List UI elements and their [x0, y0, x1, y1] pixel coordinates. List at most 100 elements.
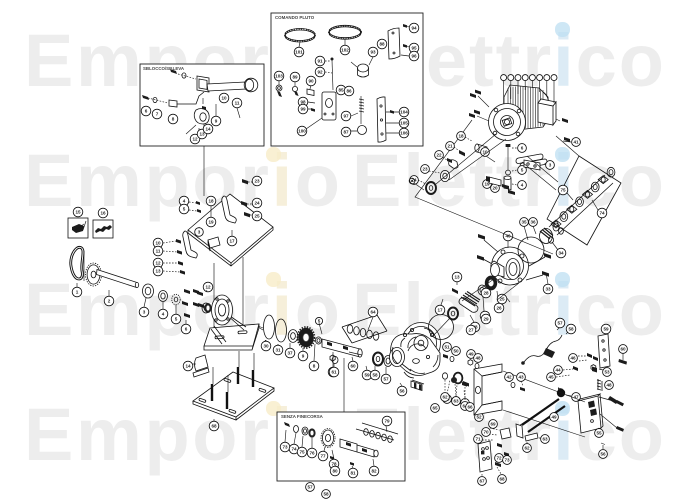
svg-text:77: 77	[320, 454, 326, 459]
svg-text:6: 6	[185, 327, 188, 332]
svg-text:44: 44	[555, 368, 561, 373]
svg-text:13: 13	[155, 269, 161, 274]
svg-text:Emporio: Emporio	[24, 268, 340, 351]
svg-text:12: 12	[205, 285, 211, 290]
svg-text:46: 46	[570, 356, 576, 361]
svg-text:24: 24	[254, 201, 260, 206]
svg-text:8: 8	[172, 117, 175, 122]
svg-text:5: 5	[175, 317, 178, 322]
svg-text:92: 92	[317, 70, 323, 75]
svg-text:41: 41	[573, 140, 579, 145]
svg-text:28: 28	[483, 291, 489, 296]
svg-text:55: 55	[596, 431, 602, 436]
svg-text:85: 85	[338, 88, 344, 93]
svg-text:18: 18	[208, 199, 214, 204]
svg-text:10: 10	[221, 96, 227, 101]
svg-text:14: 14	[185, 364, 191, 369]
svg-text:22: 22	[436, 153, 442, 158]
svg-text:17: 17	[229, 239, 235, 244]
svg-text:82: 82	[371, 469, 377, 474]
svg-text:48: 48	[475, 356, 481, 361]
svg-text:3: 3	[198, 230, 201, 235]
svg-text:11: 11	[235, 101, 240, 106]
svg-text:3: 3	[143, 310, 146, 315]
svg-text:6: 6	[145, 109, 148, 114]
svg-text:72: 72	[496, 456, 502, 461]
svg-text:98: 98	[300, 100, 306, 105]
svg-text:10: 10	[155, 241, 161, 246]
svg-text:5: 5	[183, 207, 186, 212]
svg-text:42: 42	[506, 375, 512, 380]
svg-text:102: 102	[341, 48, 349, 53]
svg-text:53: 53	[604, 370, 610, 375]
svg-text:24: 24	[411, 178, 417, 183]
svg-text:58: 58	[372, 373, 378, 378]
svg-text:104: 104	[400, 110, 408, 115]
svg-text:57: 57	[557, 321, 563, 326]
svg-text:97: 97	[343, 114, 349, 119]
svg-text:4: 4	[162, 312, 165, 317]
svg-text:73: 73	[504, 458, 510, 463]
svg-text:58: 58	[323, 492, 329, 497]
svg-text:14: 14	[205, 127, 211, 132]
svg-text:3: 3	[549, 163, 552, 168]
svg-text:40: 40	[505, 234, 511, 239]
svg-text:70: 70	[483, 430, 489, 435]
svg-text:8: 8	[313, 364, 316, 369]
svg-text:64: 64	[462, 404, 468, 409]
svg-text:64: 64	[370, 310, 376, 315]
svg-text:COMANDO PLUTO: COMANDO PLUTO	[275, 15, 315, 20]
svg-text:35: 35	[521, 220, 527, 225]
svg-text:10: 10	[482, 150, 488, 155]
svg-text:9: 9	[215, 119, 218, 124]
svg-text:57: 57	[383, 377, 389, 382]
svg-text:62: 62	[524, 446, 530, 451]
svg-text:23: 23	[254, 179, 260, 184]
svg-text:18: 18	[458, 134, 464, 139]
svg-text:48: 48	[606, 383, 612, 388]
svg-text:63: 63	[453, 399, 459, 404]
svg-text:5: 5	[318, 319, 321, 324]
svg-text:86: 86	[346, 89, 352, 94]
svg-text:13: 13	[199, 132, 205, 137]
svg-text:91: 91	[317, 59, 323, 64]
svg-text:31: 31	[275, 348, 281, 353]
svg-text:16: 16	[100, 211, 106, 216]
svg-text:52: 52	[476, 415, 482, 420]
svg-text:73: 73	[282, 445, 288, 450]
svg-text:1: 1	[76, 290, 79, 295]
svg-text:15: 15	[75, 210, 81, 215]
svg-text:66: 66	[467, 405, 473, 410]
svg-text:9: 9	[302, 354, 305, 359]
svg-text:75: 75	[299, 450, 305, 455]
svg-text:SBLOCCO/SP.LEVA: SBLOCCO/SP.LEVA	[143, 66, 185, 71]
svg-text:29: 29	[483, 317, 489, 322]
svg-text:74: 74	[291, 447, 297, 452]
svg-text:87: 87	[343, 130, 349, 135]
svg-text:49: 49	[468, 352, 474, 357]
svg-text:26: 26	[496, 306, 502, 311]
svg-text:13: 13	[454, 275, 460, 280]
svg-text:43: 43	[518, 375, 524, 380]
svg-text:106: 106	[400, 131, 408, 136]
svg-text:12: 12	[192, 137, 198, 142]
svg-text:47: 47	[573, 395, 579, 400]
svg-text:62: 62	[442, 395, 448, 400]
svg-text:95: 95	[411, 46, 417, 51]
svg-text:34: 34	[558, 251, 564, 256]
svg-text:56: 56	[399, 389, 405, 394]
svg-text:12: 12	[155, 261, 161, 266]
svg-text:17: 17	[437, 308, 443, 313]
svg-text:30: 30	[263, 344, 269, 349]
svg-text:33: 33	[545, 287, 551, 292]
svg-text:58: 58	[568, 327, 574, 332]
svg-text:60: 60	[350, 364, 356, 369]
svg-text:2: 2	[108, 299, 111, 304]
svg-text:50: 50	[453, 349, 459, 354]
svg-text:63: 63	[542, 437, 548, 442]
svg-text:96: 96	[411, 54, 417, 59]
svg-text:94: 94	[411, 26, 417, 31]
svg-text:11: 11	[156, 249, 161, 254]
svg-text:20: 20	[492, 186, 498, 191]
svg-text:4: 4	[183, 199, 186, 204]
